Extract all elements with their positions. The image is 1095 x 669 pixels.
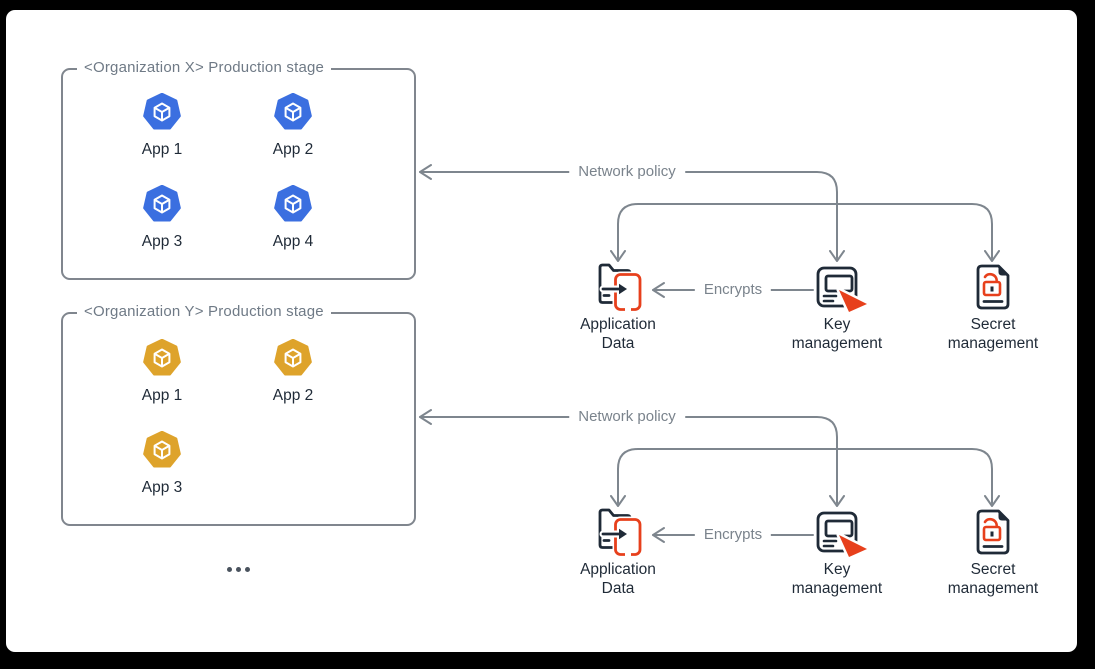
open-padlock-shackle <box>983 272 998 284</box>
app-icon <box>274 339 312 376</box>
secret-management-caption: Secret management <box>947 316 1039 352</box>
app-label: App 1 <box>141 141 183 158</box>
app-icon <box>274 93 312 130</box>
cube-glyph <box>153 194 171 214</box>
cube-glyph <box>284 102 302 122</box>
app-icon <box>143 431 181 468</box>
cube-glyph <box>153 440 171 460</box>
group1-network-policy-arrow <box>419 164 845 262</box>
org-y-title: <Organization Y> Production stage <box>77 303 331 320</box>
group2-network-policy-arrow <box>419 409 845 507</box>
application-data-icon <box>598 263 643 313</box>
key-management-icon <box>816 266 870 315</box>
app-label: App 2 <box>272 387 314 404</box>
console-glyph <box>816 266 858 308</box>
app-icon <box>143 185 181 222</box>
open-padlock-shackle <box>983 517 998 529</box>
encrypts-label: Encrypts <box>694 281 772 298</box>
key-management-caption: Key management <box>791 561 883 597</box>
cursor-glyph <box>839 535 867 557</box>
cube-glyph <box>284 348 302 368</box>
group1-appdata-secret-arrow <box>610 203 1000 262</box>
cube-glyph <box>153 348 171 368</box>
app-label: App 3 <box>141 479 183 496</box>
cursor-glyph <box>839 290 867 312</box>
document-glyph <box>976 264 1010 310</box>
console-glyph <box>816 511 858 553</box>
document-glyph <box>976 509 1010 555</box>
application-data-icon <box>598 508 643 558</box>
app-label: App 4 <box>272 233 314 250</box>
group2-appdata-secret-arrow <box>610 448 1000 507</box>
network-policy-label: Network policy <box>569 163 685 180</box>
secret-management-icon <box>976 509 1010 555</box>
secret-management-icon <box>976 264 1010 310</box>
application-data-caption: Application Data <box>580 316 656 352</box>
diagram-canvas <box>6 10 1077 652</box>
app-icon <box>143 93 181 130</box>
encrypts-label: Encrypts <box>694 526 772 543</box>
app-label: App 1 <box>141 387 183 404</box>
key-management-icon <box>816 511 870 560</box>
application-data-caption: Application Data <box>580 561 656 597</box>
cube-glyph <box>153 102 171 122</box>
key-management-caption: Key management <box>791 316 883 352</box>
secret-management-caption: Secret management <box>947 561 1039 597</box>
three-dots-icon <box>227 567 250 572</box>
app-label: App 3 <box>141 233 183 250</box>
org-x-production-box: <Organization X> Production stage <box>61 59 416 280</box>
org-y-production-box: <Organization Y> Production stage <box>61 303 416 526</box>
app-icon <box>143 339 181 376</box>
network-policy-label: Network policy <box>569 408 685 425</box>
cube-glyph <box>284 194 302 214</box>
org-x-title: <Organization X> Production stage <box>77 59 332 76</box>
app-icon <box>274 185 312 222</box>
app-label: App 2 <box>272 141 314 158</box>
